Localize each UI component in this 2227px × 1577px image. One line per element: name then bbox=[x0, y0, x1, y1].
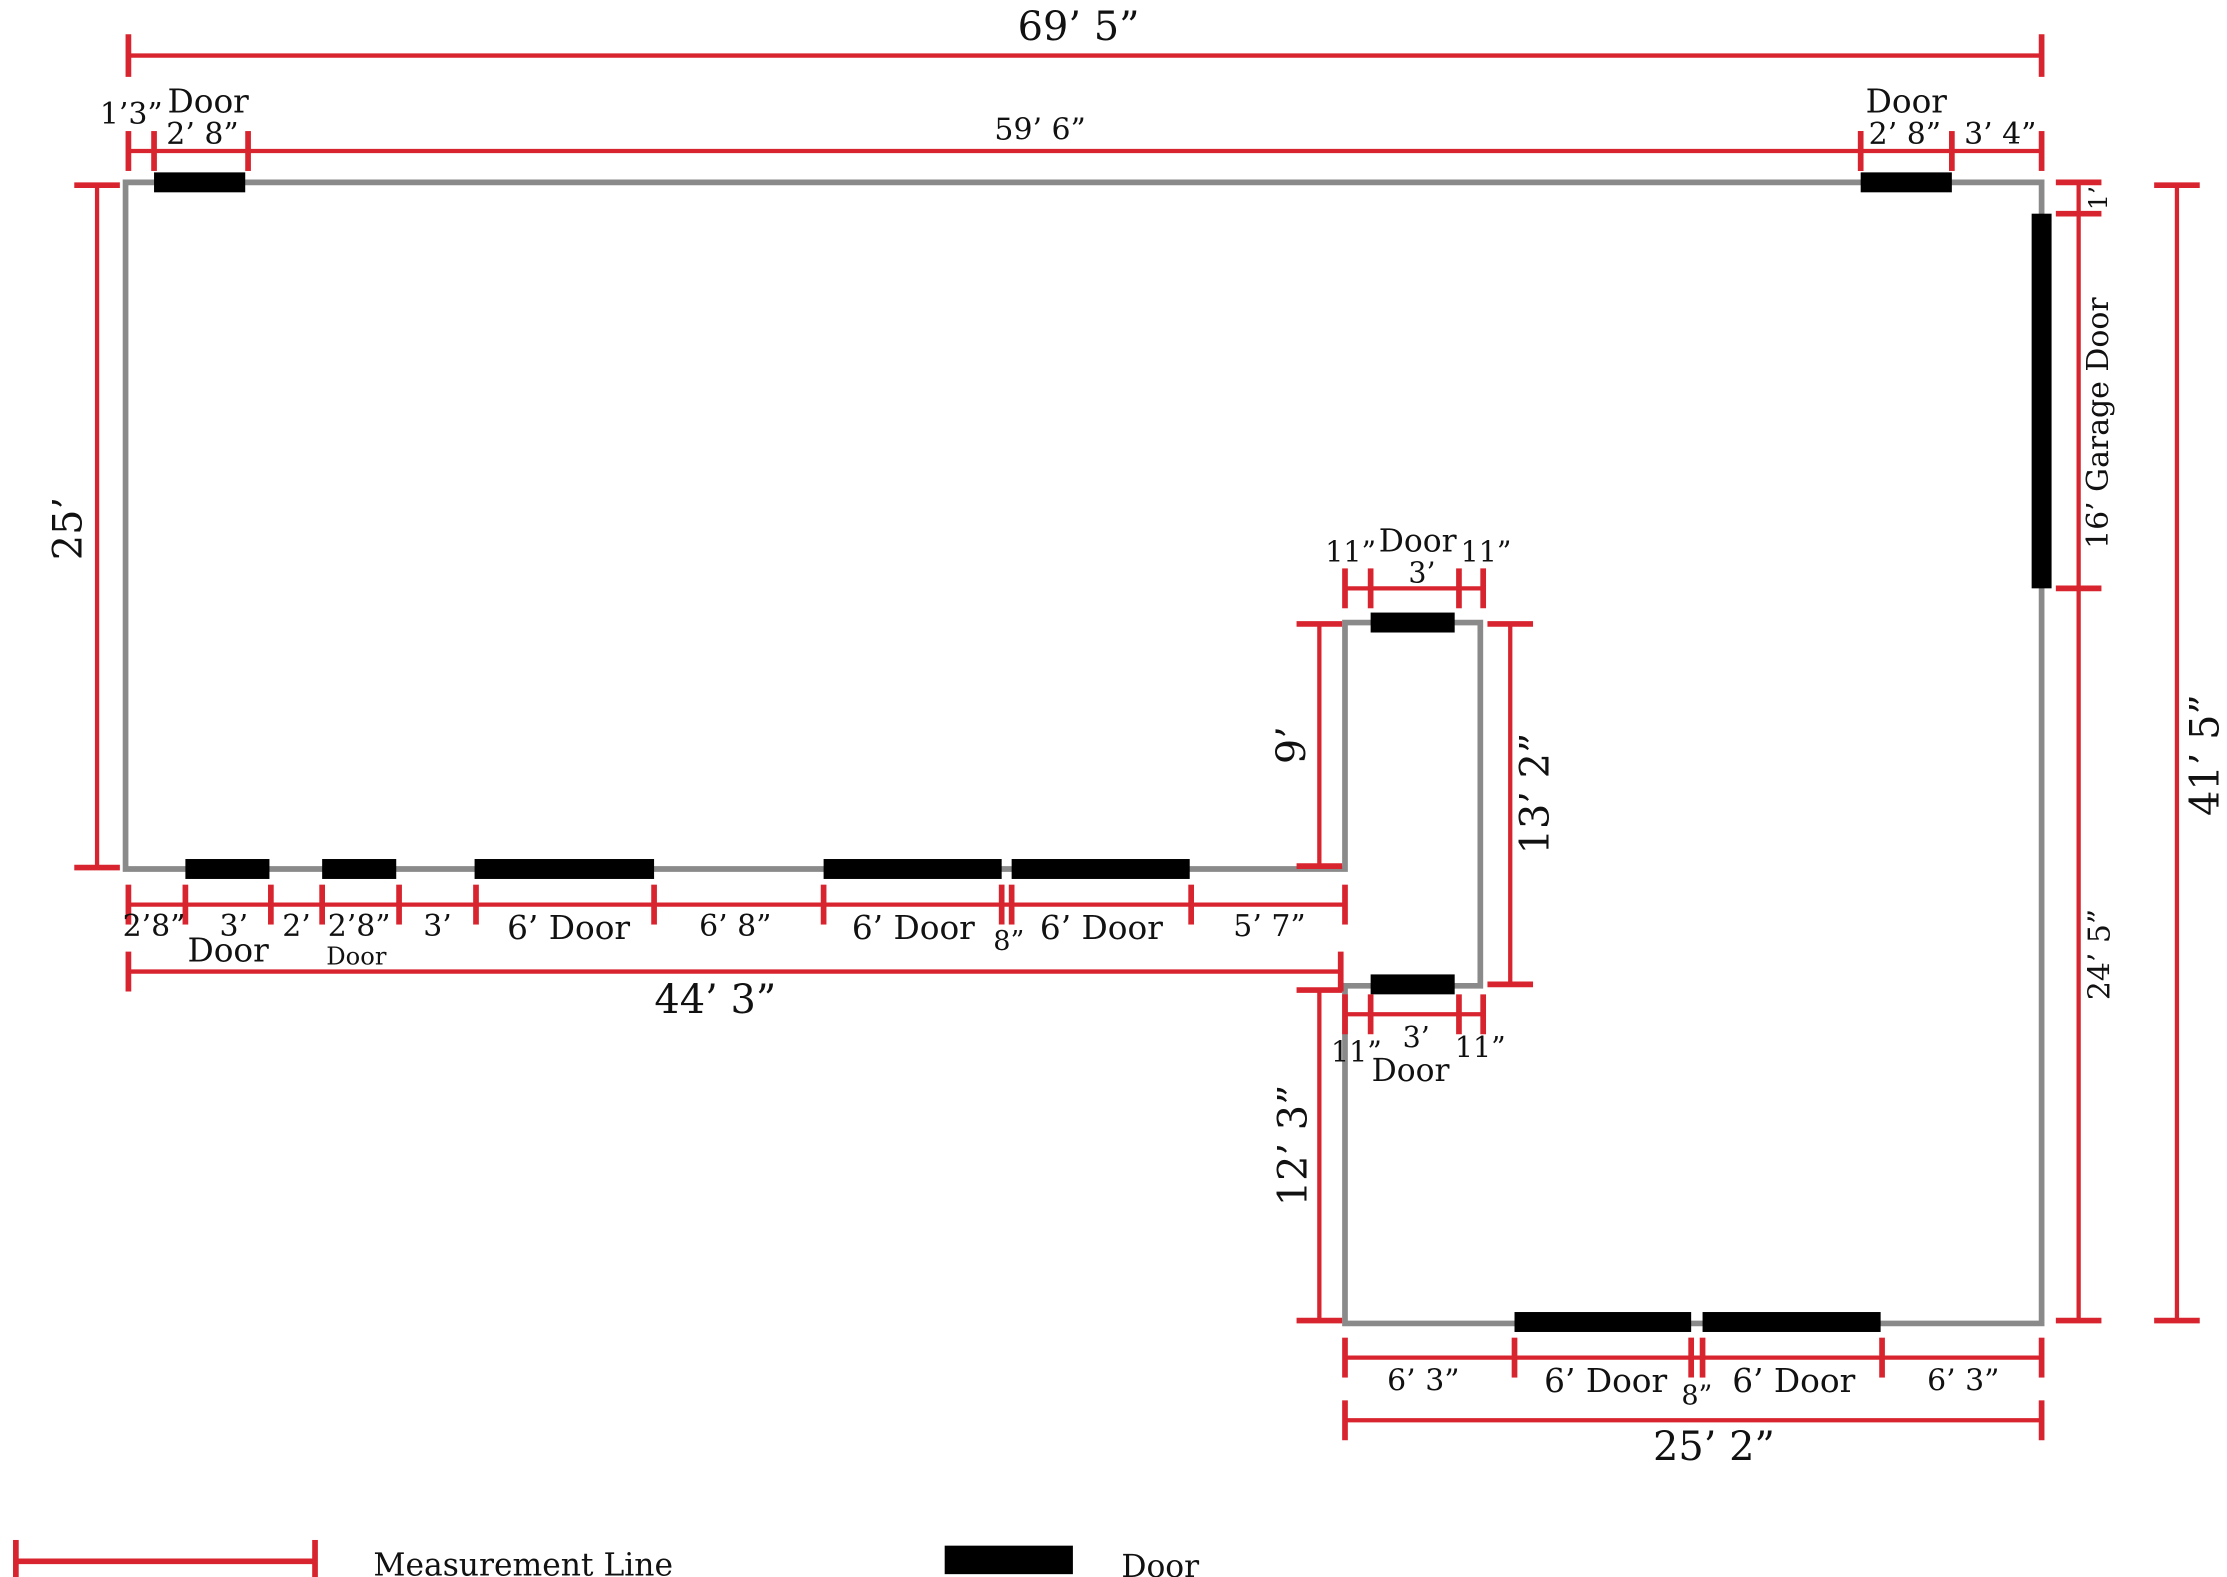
label-notch-bottom-door: Door bbox=[1372, 1053, 1450, 1089]
label-top-door-left-offset: 1’3” bbox=[100, 97, 163, 132]
legend-door-label: Door bbox=[1121, 1549, 1199, 1577]
label-bottom-door1-width: 3’ bbox=[220, 909, 249, 944]
legend: Measurement Line Door bbox=[13, 1539, 1199, 1577]
label-top-door-right-width: 2’ 8” bbox=[1869, 117, 1941, 152]
door-notch-bottom bbox=[1370, 974, 1455, 995]
label-right-lower-span: 24’ 5” bbox=[2082, 909, 2117, 1000]
walls bbox=[122, 179, 2045, 1327]
label-bottom-seg-3: 3’ bbox=[423, 909, 452, 944]
label-notch-bottom-width: 3’ bbox=[1403, 1021, 1430, 1054]
label-lower-left-height: 12’ 3” bbox=[1271, 1084, 1317, 1206]
label-notch-top-right: 11” bbox=[1461, 535, 1512, 568]
label-notch-bottom-right: 11” bbox=[1455, 1031, 1506, 1064]
door-notch-top bbox=[1370, 612, 1455, 633]
label-notch-top-width: 3’ bbox=[1408, 557, 1435, 590]
label-bottom-seg-6: 5’ 7” bbox=[1233, 909, 1305, 944]
label-lower-total: 25’ 2” bbox=[1653, 1424, 1775, 1470]
door-bottom-1 bbox=[185, 859, 270, 879]
doors bbox=[154, 172, 2052, 1332]
legend-measurement-label: Measurement Line bbox=[373, 1548, 673, 1577]
label-lower-seg-3: 6’ 3” bbox=[1927, 1363, 1999, 1398]
garage-door bbox=[2031, 213, 2052, 589]
label-bottom-door4: 6’ Door bbox=[852, 909, 975, 947]
door-bottom-5 bbox=[1011, 859, 1190, 879]
label-notch-inner-height: 13’ 2” bbox=[1513, 733, 1559, 855]
label-left-height: 25’ bbox=[45, 497, 91, 560]
label-bottom-door3: 6’ Door bbox=[507, 909, 630, 947]
measurement-lines bbox=[74, 34, 2200, 1441]
door-top-left bbox=[154, 172, 246, 193]
label-notch-height: 9’ bbox=[1269, 726, 1315, 764]
door-top-right bbox=[1860, 172, 1952, 193]
door-bottom-3 bbox=[474, 859, 655, 879]
label-bottom-seg-1: 2’8” bbox=[123, 909, 186, 944]
door-lower-1 bbox=[1514, 1312, 1692, 1332]
label-bottom-door5: 6’ Door bbox=[1040, 909, 1163, 947]
label-top-middle-span: 59’ 6” bbox=[994, 113, 1085, 148]
wall-outline bbox=[122, 179, 2045, 1327]
door-bottom-4 bbox=[823, 859, 1002, 879]
label-bottom-seg-2: 2’ bbox=[282, 909, 311, 944]
label-notch-top-door: Door bbox=[1379, 523, 1457, 559]
label-bottom-total: 44’ 3” bbox=[654, 977, 776, 1023]
label-notch-bottom-left: 11” bbox=[1331, 1035, 1382, 1068]
label-overall-width: 69’ 5” bbox=[1018, 4, 1140, 50]
label-top-right-offset: 3’ 4” bbox=[1964, 117, 2036, 152]
door-bottom-2 bbox=[322, 859, 397, 879]
label-bottom-door1: Door bbox=[187, 932, 269, 970]
label-top-door-right: Door bbox=[1866, 83, 1948, 121]
label-overall-height: 41’ 5” bbox=[2182, 694, 2227, 816]
dimension-labels: 69’ 5” 1’3” Door 2’ 8” 59’ 6” Door 2’ 8”… bbox=[45, 4, 2227, 1470]
label-lower-door2: 6’ Door bbox=[1732, 1362, 1855, 1400]
label-garage-offset: 1’ bbox=[2084, 186, 2114, 210]
label-bottom-seg-4: 6’ 8” bbox=[699, 909, 771, 944]
door-lower-2 bbox=[1702, 1312, 1881, 1332]
label-notch-top-left: 11” bbox=[1325, 535, 1376, 568]
label-top-door-left: Door bbox=[168, 83, 250, 121]
label-top-door-left-width: 2’ 8” bbox=[166, 117, 238, 152]
label-lower-seg-2: 8” bbox=[1681, 1381, 1712, 1412]
label-bottom-door2-width: 2’8” bbox=[328, 909, 391, 944]
label-lower-door1: 6’ Door bbox=[1544, 1362, 1667, 1400]
legend-door-swatch bbox=[944, 1545, 1073, 1575]
label-garage-door: 16’ Garage Door bbox=[2081, 297, 2116, 549]
label-bottom-seg-5: 8” bbox=[993, 926, 1024, 957]
label-bottom-door2: Door bbox=[326, 942, 387, 970]
label-lower-seg-1: 6’ 3” bbox=[1387, 1363, 1459, 1398]
